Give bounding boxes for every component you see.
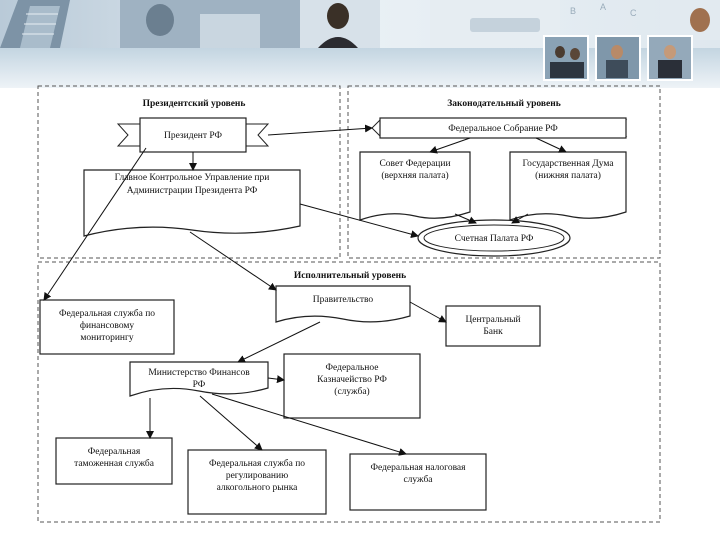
arrow-gku-to-government <box>189 231 277 291</box>
header-banner: B A C <box>0 0 720 88</box>
arrow-assembly-to-council <box>429 137 471 154</box>
meeting-photo <box>543 35 589 81</box>
svg-text:C: C <box>630 8 637 18</box>
region-executive <box>37 261 661 523</box>
node-fed-council: Совет Федерации (верхняя палата) <box>359 151 471 221</box>
connectors <box>43 124 567 456</box>
fin-monitoring-label-2: финансовому <box>80 320 135 331</box>
arrow-government-to-minfin <box>237 321 321 363</box>
keyboard-photo <box>430 0 560 48</box>
building-photo <box>0 0 70 48</box>
arrow-president-to-finmon <box>43 147 147 301</box>
tax-label-1: Федеральная налоговая <box>370 463 466 473</box>
node-audit-chamber: Счетная Палата РФ <box>417 219 571 257</box>
arrow-gku-to-audit <box>299 203 419 239</box>
gku-label-1: Главное Контрольное Управление при <box>115 173 270 183</box>
minfin-label-2: РФ <box>193 380 206 390</box>
fin-monitoring-label-3: мониторингу <box>80 333 134 343</box>
businesswoman-photo <box>300 0 380 48</box>
node-alcohol: Федеральная служба по регулированию алко… <box>187 449 327 515</box>
central-bank-label-1: Центральный <box>465 314 520 325</box>
region-presidential <box>37 85 341 259</box>
tax-label-2: служба <box>403 474 433 485</box>
gku-label-2: Администрации Президента РФ <box>127 186 258 196</box>
node-government: Правительство <box>275 285 411 323</box>
fed-assembly-label: Федеральное Собрание РФ <box>448 123 558 134</box>
central-bank-label-2: Банк <box>483 327 503 337</box>
node-gku: Главное Контрольное Управление при Админ… <box>83 169 301 237</box>
president-label: Президент РФ <box>164 131 223 141</box>
node-president: Президент РФ <box>116 117 270 153</box>
svg-text:A: A <box>600 2 606 12</box>
arrow-minfin-to-tax <box>211 393 407 456</box>
arrow-minfin-to-alcohol <box>199 395 263 451</box>
fed-council-label-2: (верхняя палата) <box>381 170 448 181</box>
caller-photo <box>647 35 693 81</box>
region-presidential-title: Президентский уровень <box>143 98 246 109</box>
arrow-duma-to-audit <box>511 213 529 224</box>
fed-council-label-1: Совет Федерации <box>379 159 450 169</box>
treasury-label-1: Федеральное <box>326 363 379 373</box>
region-executive-title: Исполнительный уровень <box>294 270 406 281</box>
node-treasury: Федеральное Казначейство РФ (служба) <box>283 353 421 419</box>
arrow-council-to-audit <box>454 213 477 224</box>
node-customs: Федеральная таможенная служба <box>55 437 173 485</box>
arrow-assembly-to-duma <box>535 137 567 153</box>
phone-photo <box>660 0 720 40</box>
alcohol-label-3: алкогольного рынка <box>217 483 299 493</box>
alcohol-label-1: Федеральная служба по <box>209 458 305 469</box>
customs-label-2: таможенная служба <box>74 458 155 469</box>
node-central-bank: Центральный Банк <box>445 305 541 347</box>
minfin-label-1: Министерство Финансов <box>148 368 250 378</box>
node-tax: Федеральная налоговая служба <box>349 453 487 511</box>
audit-chamber-label: Счетная Палата РФ <box>455 234 534 244</box>
fin-monitoring-label-1: Федеральная служба по <box>59 308 155 319</box>
government-label: Правительство <box>313 295 374 305</box>
node-fed-assembly: Федеральное Собрание РФ <box>371 117 628 139</box>
state-duma-label-1: Государственная Дума <box>522 159 614 169</box>
region-legislative-title: Законодательный уровень <box>447 98 561 109</box>
alcohol-label-2: регулированию <box>226 471 288 481</box>
region-legislative <box>347 85 661 259</box>
treasury-label-3: (служба) <box>334 386 369 397</box>
arrow-government-to-centralbank <box>409 301 447 323</box>
node-state-duma: Государственная Дума (нижняя палата) <box>509 151 627 221</box>
presenter-photo <box>595 35 641 81</box>
node-fin-monitoring: Федеральная служба по финансовому монито… <box>39 299 175 355</box>
state-duma-label-2: (нижняя палата) <box>535 170 601 181</box>
customs-label-1: Федеральная <box>88 447 141 457</box>
node-minfin: Министерство Финансов РФ <box>129 361 269 397</box>
treasury-label-2: Казначейство РФ <box>317 374 387 385</box>
svg-text:B: B <box>570 6 576 16</box>
office-photo <box>120 0 300 48</box>
arrow-president-to-assembly <box>267 124 373 136</box>
arrow-minfin-to-treasury <box>267 375 285 384</box>
